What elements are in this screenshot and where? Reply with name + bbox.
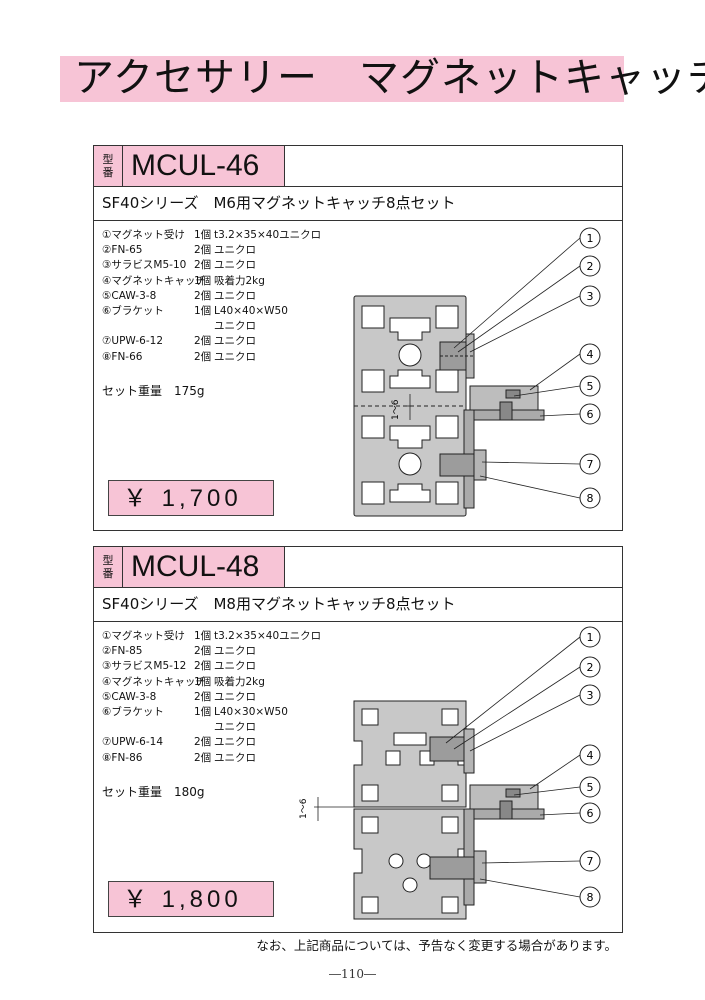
- model-number: MCUL-46: [123, 146, 285, 186]
- assembly-diagram: 1～6 1 2 3 4 5 6 7 8: [353, 227, 601, 517]
- price-box: ￥ 1,700: [108, 480, 274, 516]
- callout-5: 5: [587, 380, 594, 393]
- title-banner: [60, 56, 624, 102]
- callout-8: 8: [587, 891, 594, 904]
- leader-lines: [453, 237, 581, 499]
- page-title: アクセサリー マグネットキャッチ: [74, 55, 705, 101]
- assembly-diagram: 1～6 1 2 3 4 5 6 7 8: [299, 626, 601, 920]
- callout-1: 1: [587, 631, 594, 644]
- callout-3: 3: [587, 689, 594, 702]
- gap-label: 1～6: [391, 399, 401, 420]
- callout-8: 8: [587, 492, 594, 505]
- product-panel-mcul-46: 型番 MCUL-46 SF40シリーズ M6用マグネットキャッチ8点セット ①マ…: [93, 145, 623, 531]
- gap-label: 1～6: [299, 798, 309, 819]
- subtitle-row: SF40シリーズ M6用マグネットキャッチ8点セット: [94, 187, 622, 221]
- magnet-catch-bracket: [463, 385, 545, 509]
- magnet-receiver-assembly: [429, 728, 475, 774]
- subtitle-row: SF40シリーズ M8用マグネットキャッチ8点セット: [94, 588, 622, 622]
- panel-header: 型番 MCUL-48: [94, 547, 622, 588]
- page-number: ―110―: [329, 967, 376, 981]
- model-number: MCUL-48: [123, 547, 285, 587]
- callout-6: 6: [587, 408, 594, 421]
- product-subtitle: SF40シリーズ M6用マグネットキャッチ8点セット: [102, 194, 456, 212]
- type-label: 型番: [94, 146, 123, 186]
- callout-7: 7: [587, 855, 594, 868]
- callout-1: 1: [587, 232, 594, 245]
- callout-4: 4: [587, 749, 594, 762]
- product-subtitle: SF40シリーズ M8用マグネットキャッチ8点セット: [102, 595, 456, 613]
- callout-2: 2: [587, 260, 594, 273]
- aluminium-profile: [353, 700, 467, 920]
- callout-7: 7: [587, 458, 594, 471]
- disclaimer-note: なお、上記商品については、予告なく変更する場合があります。: [256, 938, 617, 953]
- price-box: ￥ 1,800: [108, 881, 274, 917]
- callout-6: 6: [587, 807, 594, 820]
- magnet-catch-bracket: [463, 784, 545, 906]
- callout-3: 3: [587, 290, 594, 303]
- lower-bolt-assembly: [439, 449, 487, 481]
- leader-lines: [445, 636, 581, 898]
- gap-dimension: [314, 797, 354, 821]
- callout-5: 5: [587, 781, 594, 794]
- lower-bolt-assembly: [429, 850, 487, 884]
- gap-dimension: [406, 394, 414, 420]
- magnet-receiver-assembly: [439, 333, 475, 379]
- set-weight: セット重量 180g: [102, 785, 205, 799]
- callout-4: 4: [587, 348, 594, 361]
- callout-circles: 1 2 3 4 5 6 7 8: [579, 227, 601, 509]
- product-panel-mcul-48: 型番 MCUL-48 SF40シリーズ M8用マグネットキャッチ8点セット ①マ…: [93, 546, 623, 933]
- type-label: 型番: [94, 547, 123, 587]
- panel-header: 型番 MCUL-46: [94, 146, 622, 187]
- set-weight: セット重量 175g: [102, 384, 205, 398]
- callout-circles: 1 2 3 4 5 6 7 8: [579, 626, 601, 908]
- callout-2: 2: [587, 661, 594, 674]
